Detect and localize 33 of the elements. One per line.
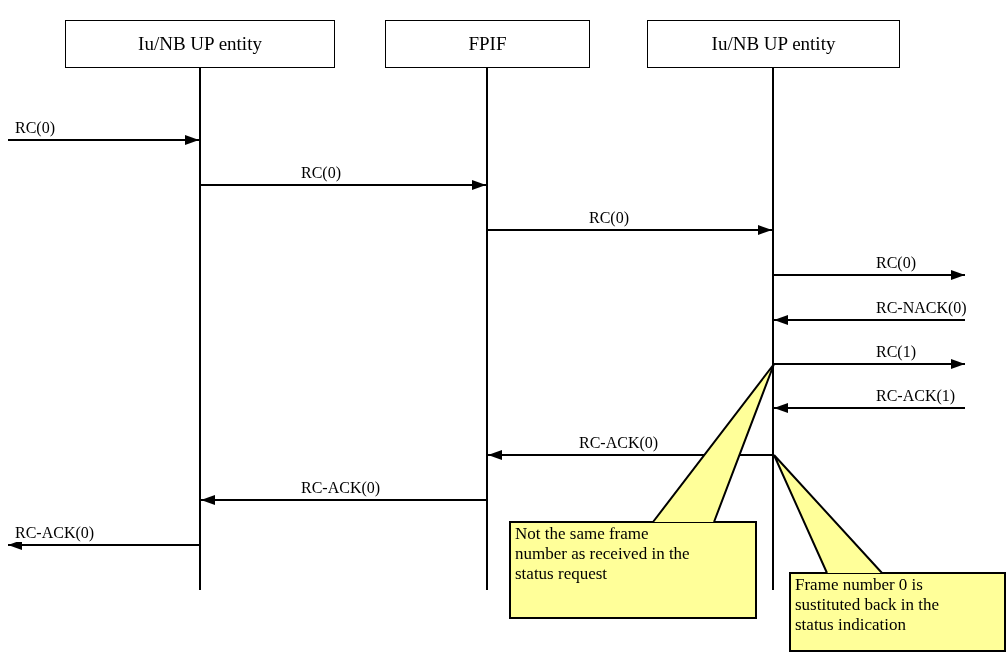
- message-label: RC-ACK(1): [875, 387, 957, 405]
- message-label: RC(0): [588, 209, 630, 227]
- message-arrow: [487, 225, 773, 235]
- message-label: RC(0): [300, 164, 342, 182]
- message-label: RC-ACK(0): [578, 434, 660, 452]
- message-label: RC-ACK(0): [300, 479, 382, 497]
- message-arrow: [487, 450, 773, 460]
- message-arrow: [773, 403, 966, 413]
- message-arrow: [7, 540, 200, 550]
- entity-box: [65, 20, 335, 68]
- message-arrow: [7, 135, 200, 145]
- entity-name: Iu/NB UP entity: [138, 33, 262, 55]
- callout-box: [789, 572, 1006, 652]
- message-label: RC(0): [14, 119, 56, 137]
- message-arrow: [773, 315, 966, 325]
- entity-box: [647, 20, 900, 68]
- message-arrow: [773, 270, 966, 280]
- entity-name: Iu/NB UP entity: [711, 33, 836, 55]
- message-label: RC-NACK(0): [875, 299, 968, 317]
- message-label: RC(1): [875, 343, 917, 361]
- lifeline: [772, 68, 774, 590]
- entity-name: FPIF: [468, 33, 507, 55]
- callout-text: Frame number 0 is sustituted back in the status indication: [795, 575, 940, 635]
- callout-text: Not the same frame number as received in the status request: [515, 524, 691, 584]
- message-label: RC-ACK(0): [14, 524, 96, 542]
- message-arrow: [200, 495, 487, 505]
- message-label: RC(0): [875, 254, 917, 272]
- callout-box: [509, 521, 757, 619]
- message-arrow: [200, 180, 487, 190]
- lifeline: [486, 68, 488, 590]
- entity-box: [385, 20, 590, 68]
- lifeline: [199, 68, 201, 590]
- message-arrow: [773, 359, 966, 369]
